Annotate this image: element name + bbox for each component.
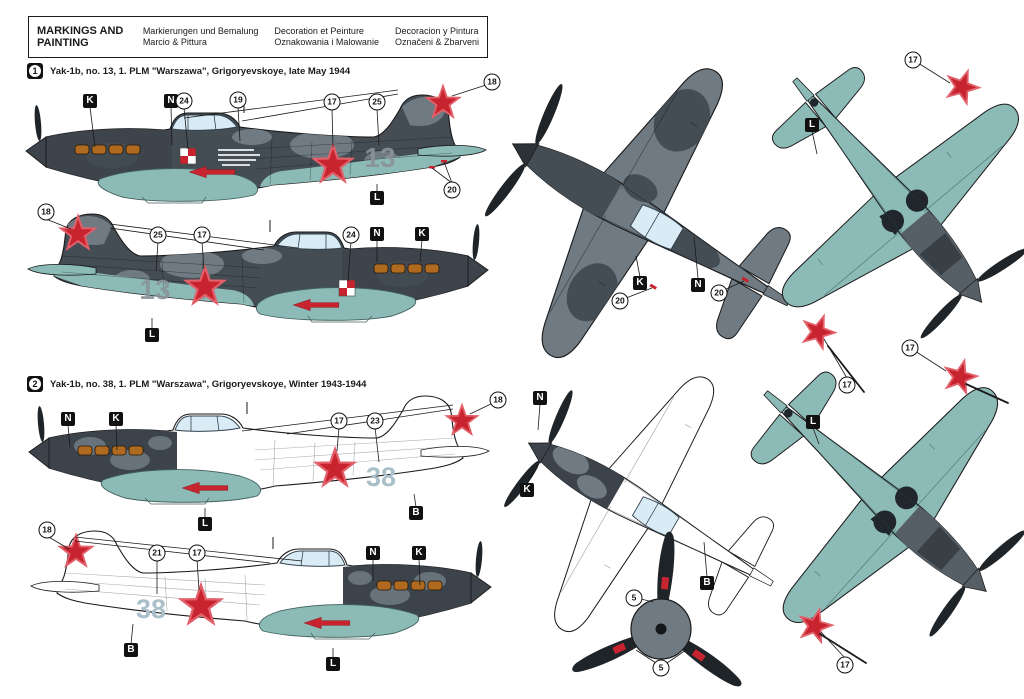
scheme-1-caption-row: 1 Yak-1b, no. 13, 1. PLM "Warszawa", Gri…: [27, 63, 350, 79]
leader-line: [811, 130, 818, 155]
leader-line: [537, 403, 541, 431]
leader-line: [336, 426, 340, 452]
leader-line: [74, 536, 303, 562]
leader-line: [237, 106, 241, 142]
leader-line: [635, 255, 641, 278]
leader-line: [115, 424, 118, 451]
header-col-fr-pl: Decoration et Peinture Oznakowania i Mal…: [274, 25, 379, 47]
propeller-front-view: [572, 531, 742, 687]
leader-line: [469, 402, 494, 415]
leader-line: [374, 426, 380, 463]
leader-line: [703, 541, 708, 578]
leader-line: [109, 227, 265, 251]
leader-line: [74, 540, 271, 564]
leader-line: [812, 427, 820, 445]
leader-line: [693, 236, 699, 279]
leader-line: [109, 223, 299, 249]
leader-line: [640, 598, 654, 603]
scheme-2-caption: Yak-1b, no. 38, 1. PLM "Warszawa", Grigo…: [50, 378, 367, 390]
aircraft-number-13-starboard: 13: [139, 274, 170, 305]
leader-line: [431, 167, 453, 184]
header-col-de-it: Markierungen und Bemalung Marcio & Pittu…: [142, 25, 259, 47]
inscription-decal: [218, 149, 260, 166]
pitot-line: [827, 345, 865, 393]
header-col-es-cz: Decoracion y Pintura Označeni & Zbarveni: [394, 25, 479, 47]
aircraft-number-38-port: 38: [366, 462, 396, 492]
elevator-trim-decals: [429, 160, 749, 290]
leader-line: [286, 408, 454, 435]
leader-line: [45, 218, 72, 230]
leader-line: [526, 465, 538, 485]
scheme-2-badge: 2: [27, 376, 43, 392]
leader-line: [155, 241, 159, 272]
pitot-line: [965, 383, 1009, 404]
leader-line: [46, 535, 70, 550]
leader-line: [443, 161, 453, 184]
leader-line: [413, 493, 417, 508]
leader-line: [635, 649, 657, 664]
leader-line: [67, 424, 71, 448]
leader-line: [196, 558, 200, 591]
leader-line: [376, 108, 380, 146]
pitot-line: [819, 633, 867, 664]
leader-line: [347, 241, 352, 282]
leader-line: [183, 107, 189, 150]
leader-line: [89, 106, 96, 148]
leader-line: [914, 350, 947, 372]
leader-line: [130, 623, 134, 645]
scheme-2-caption-row: 2 Yak-1b, no. 38, 1. PLM "Warszawa", Gri…: [27, 376, 366, 392]
aircraft-number-38-starboard: 38: [136, 594, 166, 624]
leader-line: [723, 280, 745, 291]
leader-line: [625, 287, 653, 299]
scheme-1-badge: 1: [27, 63, 43, 79]
leader-line: [241, 404, 454, 432]
prop-blade-decal: [660, 576, 670, 590]
aircraft-number-13-port: 13: [364, 142, 395, 173]
aircraft-number-decals: 13 13 38 38: [136, 142, 396, 624]
leader-line: [666, 649, 687, 664]
leader-line: [419, 239, 423, 263]
leader-line: [418, 558, 421, 586]
leader-line: [331, 108, 334, 148]
leader-line: [201, 241, 205, 270]
leader-line: [451, 84, 487, 97]
page-title: MARKINGS AND PAINTING: [37, 25, 124, 49]
scheme-1-caption: Yak-1b, no. 13, 1. PLM "Warszawa", Grigo…: [50, 65, 351, 77]
leader-line: [823, 338, 848, 379]
leader-line: [170, 106, 173, 146]
header-box: MARKINGS AND PAINTING Markierungen und B…: [28, 16, 488, 58]
leader-line: [183, 89, 399, 119]
leader-line: [917, 62, 951, 84]
